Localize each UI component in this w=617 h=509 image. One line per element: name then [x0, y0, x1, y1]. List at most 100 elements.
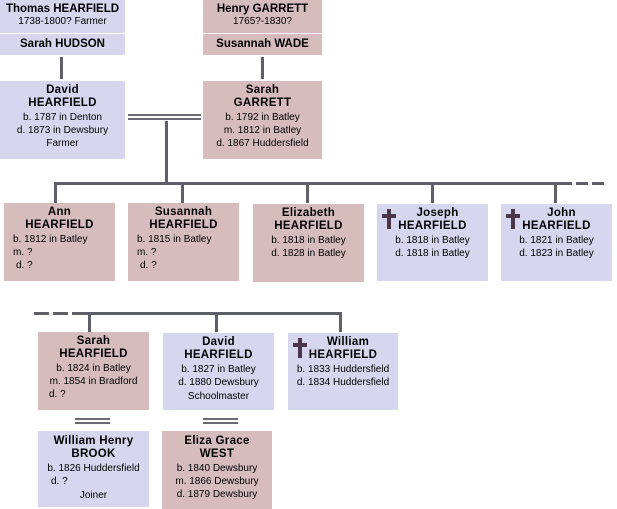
cross-icon	[382, 209, 396, 229]
person-susannah-wade: Susannah WADE	[203, 34, 322, 55]
connector-line	[306, 182, 309, 203]
sibling-line	[54, 182, 572, 185]
person-detail: b. 1827 in Batley	[181, 364, 256, 375]
person-detail: Joiner	[79, 490, 108, 501]
person-detail: d. 1879 Dewsbury	[176, 489, 258, 500]
person-first-name: William	[326, 336, 370, 348]
person-elizabeth-hearfield: Elizabeth HEARFIELD b. 1818 in Batley d.…	[253, 204, 364, 282]
person-last-name: WEST	[199, 448, 235, 460]
person-last-name: HEARFIELD	[184, 349, 253, 361]
person-detail: m. 1866 Dewsbury	[175, 476, 259, 487]
person-joseph-hearfield: Joseph HEARFIELD b. 1818 in Batley d. 18…	[377, 204, 488, 281]
person-detail: d. 1867 Huddersfield	[216, 138, 309, 149]
person-detail: b. 1821 in Batley	[519, 235, 594, 246]
connector-line	[215, 312, 218, 332]
person-detail: d. 1823 in Batley	[519, 248, 594, 259]
person-first-name: Eliza Grace	[184, 435, 250, 447]
sibling-line-continuation	[576, 182, 588, 185]
person-detail: d. ?	[49, 389, 66, 400]
person-first-name: David	[202, 336, 235, 348]
person-detail: b. 1824 in Batley	[56, 363, 131, 374]
person-detail: b. 1787 in Denton	[23, 112, 102, 123]
person-detail: m. 1812 in Batley	[223, 125, 302, 136]
connector-line	[554, 182, 557, 203]
person-name: Sarah HUDSON	[20, 38, 105, 50]
person-detail: d. ?	[16, 260, 33, 271]
person-name: Susannah WADE	[216, 38, 309, 50]
person-henry-garrett: Henry GARRETT 1765?-1830?	[203, 0, 322, 33]
person-detail: d. 1828 in Batley	[271, 248, 346, 259]
person-name: Thomas HEARFIELD	[5, 3, 120, 15]
connector-line	[181, 182, 184, 203]
marriage-line	[75, 418, 110, 424]
person-last-name: GARRETT	[233, 97, 292, 109]
person-william-hearfield: William HEARFIELD b. 1833 Huddersfield d…	[288, 333, 398, 410]
person-detail: b. 1826 Huddersfield	[47, 463, 140, 474]
person-last-name: HEARFIELD	[274, 220, 343, 232]
person-last-name: HEARFIELD	[25, 219, 94, 231]
person-detail: d. ?	[140, 260, 157, 271]
person-detail: b. 1818 in Batley	[271, 235, 346, 246]
person-susannah-hearfield: Susannah HEARFIELD b. 1815 in Batley m. …	[128, 203, 239, 281]
person-detail: m. 1854 in Bradford	[49, 376, 138, 387]
connector-line	[339, 312, 342, 332]
cross-icon	[293, 338, 307, 358]
person-detail: Farmer	[46, 138, 79, 149]
marriage-line	[128, 114, 201, 120]
person-detail: d. 1818 in Batley	[395, 248, 470, 259]
person-detail: b. 1792 in Batley	[225, 112, 300, 123]
person-dates: 1765?-1830?	[233, 16, 292, 27]
person-detail: m. ?	[137, 247, 157, 258]
person-detail: b. 1815 in Batley	[137, 234, 212, 245]
person-first-name: William Henry	[53, 435, 134, 447]
person-dates: 1738-1800? Farmer	[18, 16, 107, 27]
person-detail: b. 1812 in Batley	[13, 234, 88, 245]
person-william-henry-brook: William Henry BROOK b. 1826 Huddersfield…	[38, 431, 149, 507]
person-sarah-hudson: Sarah HUDSON	[0, 34, 125, 55]
person-first-name: Elizabeth	[281, 207, 336, 219]
connector-line	[54, 182, 57, 203]
connector-line	[261, 57, 264, 79]
sibling-line-continuation	[34, 312, 49, 315]
person-sarah-garrett: Sarah GARRETT b. 1792 in Batley m. 1812 …	[203, 81, 322, 159]
person-sarah-hearfield: Sarah HEARFIELD b. 1824 in Batley m. 185…	[38, 332, 149, 410]
person-name: Henry GARRETT	[216, 3, 309, 15]
person-detail: d. 1834 Huddersfield	[296, 377, 390, 388]
person-detail: d. 1880 Dewsbury	[178, 377, 259, 388]
person-first-name: John	[547, 207, 576, 219]
person-detail: b. 1840 Dewsbury	[176, 463, 258, 474]
sibling-line-continuation	[592, 182, 604, 185]
person-last-name: HEARFIELD	[59, 348, 128, 360]
person-last-name: HEARFIELD	[308, 349, 378, 361]
connector-line	[165, 121, 168, 183]
person-detail: b. 1833 Huddersfield	[296, 364, 390, 375]
person-ann-hearfield: Ann HEARFIELD b. 1812 in Batley m. ? d. …	[4, 203, 115, 281]
person-david-hearfield-sr: David HEARFIELD b. 1787 in Denton d. 187…	[0, 81, 125, 159]
person-detail: b. 1818 in Batley	[395, 235, 470, 246]
connector-line	[88, 312, 91, 332]
marriage-line	[203, 418, 238, 424]
sibling-line	[72, 312, 342, 315]
person-last-name: HEARFIELD	[398, 220, 467, 232]
person-david-hearfield-jr: David HEARFIELD b. 1827 in Batley d. 188…	[163, 333, 274, 410]
person-first-name: Sarah	[245, 84, 280, 96]
sibling-line-continuation	[53, 312, 68, 315]
person-john-hearfield: John HEARFIELD b. 1821 in Batley d. 1823…	[501, 204, 612, 281]
person-thomas-hearfield: Thomas HEARFIELD 1738-1800? Farmer	[0, 0, 125, 33]
connector-line	[60, 57, 63, 79]
person-detail: m. ?	[13, 247, 33, 258]
person-detail: d. 1873 in Dewsbury	[16, 125, 109, 136]
person-last-name: HEARFIELD	[149, 219, 218, 231]
cross-icon	[506, 209, 520, 229]
person-first-name: David	[46, 84, 79, 96]
person-detail: Schoolmaster	[187, 391, 250, 402]
person-first-name: Sarah	[76, 335, 111, 347]
person-eliza-grace-west: Eliza Grace WEST b. 1840 Dewsbury m. 186…	[162, 431, 272, 509]
person-first-name: Joseph	[416, 207, 459, 219]
person-last-name: BROOK	[71, 448, 116, 460]
person-last-name: HEARFIELD	[28, 97, 97, 109]
person-detail: d. ?	[51, 476, 68, 487]
person-first-name: Ann	[47, 206, 72, 218]
connector-line	[431, 182, 434, 203]
person-last-name: HEARFIELD	[522, 220, 591, 232]
